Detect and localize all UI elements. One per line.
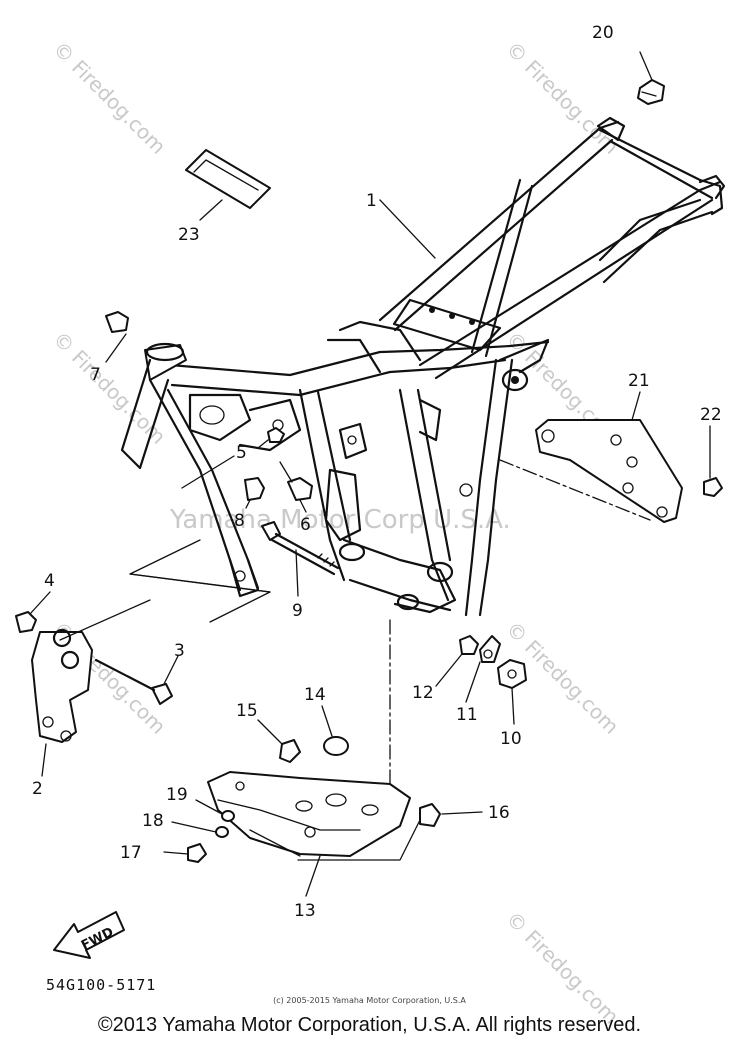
part-10-nut	[497, 659, 527, 689]
callout-19: 19	[166, 785, 188, 805]
part-17-bolt	[187, 843, 207, 863]
callout-15: 15	[236, 701, 258, 721]
part-1-frame	[120, 116, 726, 617]
callout-1: 1	[366, 191, 377, 211]
part-14-plug	[323, 736, 349, 756]
part-9-long-bolt	[261, 521, 340, 576]
part-3-bolt	[94, 658, 173, 705]
callout-14: 14	[304, 685, 326, 705]
part-19-washer	[221, 810, 235, 822]
part-12-nut	[459, 635, 479, 655]
part-22-bolt	[703, 477, 723, 497]
part-20-cap	[637, 79, 665, 105]
part-16-nut	[419, 803, 441, 827]
callout-3: 3	[174, 641, 185, 661]
part-23-plate	[185, 149, 271, 209]
callout-17: 17	[120, 843, 142, 863]
part-21-cross-member	[535, 419, 683, 523]
diagram-code: 54G100-5171	[46, 976, 157, 994]
callout-4: 4	[44, 571, 55, 591]
callout-10: 10	[500, 729, 522, 749]
part-13-skid-plate	[207, 771, 411, 857]
watermark-top-left: © Firedog.com	[48, 37, 170, 159]
part-18-washer	[215, 826, 229, 838]
small-credit: (c) 2005-2015 Yamaha Motor Corporation, …	[273, 996, 466, 1005]
callout-7: 7	[90, 365, 101, 385]
part-2-bracket	[31, 628, 93, 743]
callout-16: 16	[488, 803, 510, 823]
callout-12: 12	[412, 683, 434, 703]
callout-13: 13	[294, 901, 316, 921]
part-4-bolt	[15, 611, 37, 633]
callout-11: 11	[456, 705, 478, 725]
callout-21: 21	[628, 371, 650, 391]
callout-labels: 1 2 3 4 5 6 7 8 9 10 11 12 13 14 15 16 1…	[32, 23, 722, 921]
callout-5: 5	[236, 443, 247, 463]
watermark-bottom-right: © Firedog.com	[501, 907, 623, 1029]
watermark-center: Yamaha Motor Corp U.S.A.	[169, 505, 511, 535]
callout-9: 9	[292, 601, 303, 621]
callout-23: 23	[178, 225, 200, 245]
callout-18: 18	[142, 811, 164, 831]
callout-20: 20	[592, 23, 614, 43]
callout-2: 2	[32, 779, 43, 799]
copyright-notice: ©2013 Yamaha Motor Corporation, U.S.A. A…	[97, 1014, 642, 1036]
leader-lines	[29, 51, 711, 897]
part-7-bolt	[105, 311, 129, 333]
part-11-washer	[479, 635, 501, 663]
callout-22: 22	[700, 405, 722, 425]
callout-8: 8	[234, 511, 245, 531]
watermark-top-right: © Firedog.com	[501, 37, 623, 159]
part-5-6-8-bolts	[244, 427, 313, 501]
fwd-arrow: FWD	[53, 911, 125, 959]
callout-6: 6	[300, 515, 311, 535]
part-15-bolt	[279, 739, 301, 763]
